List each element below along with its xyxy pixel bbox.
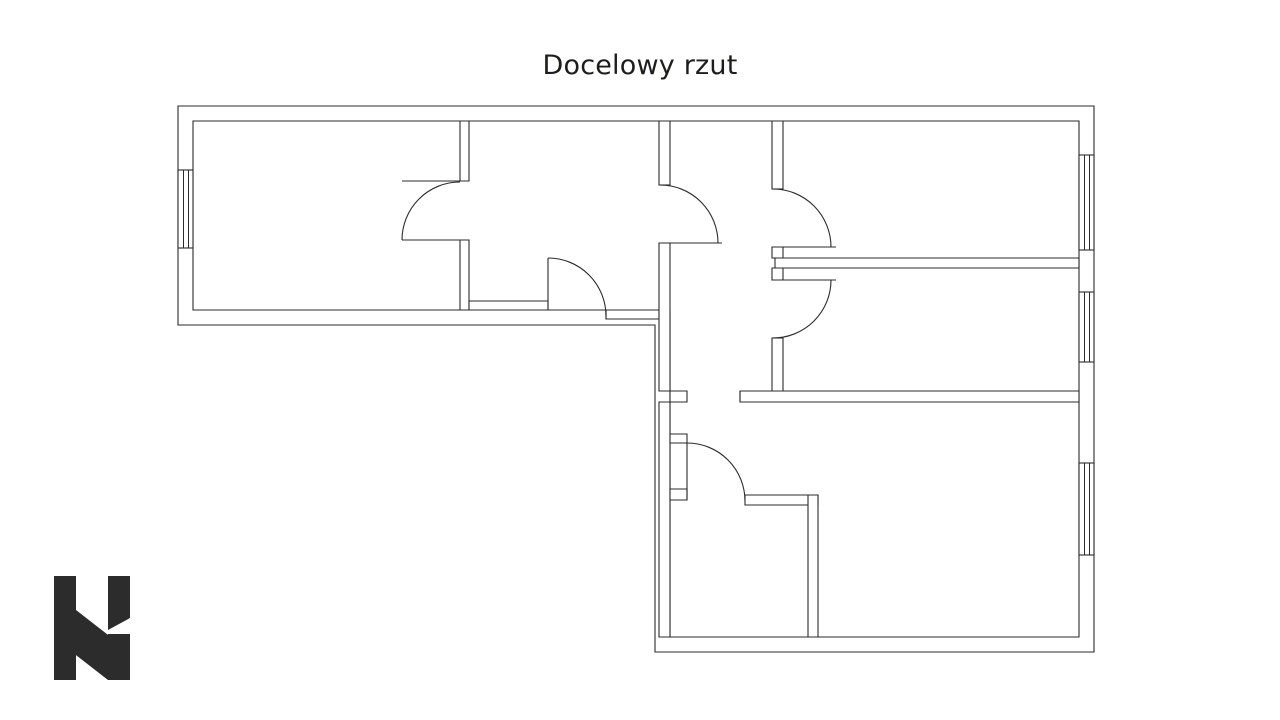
wall-bottom-left-room-right <box>807 494 819 638</box>
wall-bottom-left-room-top <box>744 494 819 506</box>
door-arc-bottom-left-room <box>686 442 746 502</box>
door-arc-center-hall <box>547 257 607 317</box>
logo-top-right-bar <box>108 576 130 618</box>
wall-center-corridor-divider-top <box>658 120 671 186</box>
door-arc-mid-right-room <box>772 279 832 339</box>
exterior-wall-outline <box>177 105 1095 653</box>
wall-center-room-bottom-right <box>605 309 660 320</box>
page-title: Docelowy rzut <box>542 50 738 81</box>
wall-bottom-left-nub-upper <box>669 433 688 444</box>
wall-corridor-right-mid <box>771 246 784 259</box>
wall-corridor-nub <box>669 390 688 403</box>
door-arc-upper-right-room <box>772 188 832 248</box>
wall-center-corridor-divider-mid <box>658 242 671 392</box>
wall-corridor-right-low <box>771 337 784 392</box>
wall-center-room-bottom-left <box>468 300 549 311</box>
wall-right-partition-upper <box>774 257 1080 269</box>
logo-icon <box>54 576 130 680</box>
wall-corridor-right-mid2 <box>771 267 784 281</box>
door-arc-left-room <box>401 181 461 241</box>
logo-top-right-chamfer <box>108 612 130 630</box>
wall-right-partition-lower <box>739 390 1080 403</box>
wall-center-corridor-divider-low <box>658 401 671 638</box>
wall-bottom-left-nub-lower <box>669 488 688 501</box>
window-right-1 <box>1078 154 1095 251</box>
window-left-1 <box>177 169 194 249</box>
brand-monogram-logo <box>52 568 142 688</box>
window-right-3 <box>1078 462 1095 556</box>
wall-left-center-divider-lower <box>459 239 470 311</box>
door-arc-center-corridor <box>659 184 719 244</box>
wall-corridor-right-top <box>771 120 784 190</box>
window-right-2 <box>1078 291 1095 363</box>
logo-diagonal-stroke <box>54 610 130 680</box>
wall-left-center-divider <box>459 120 470 182</box>
